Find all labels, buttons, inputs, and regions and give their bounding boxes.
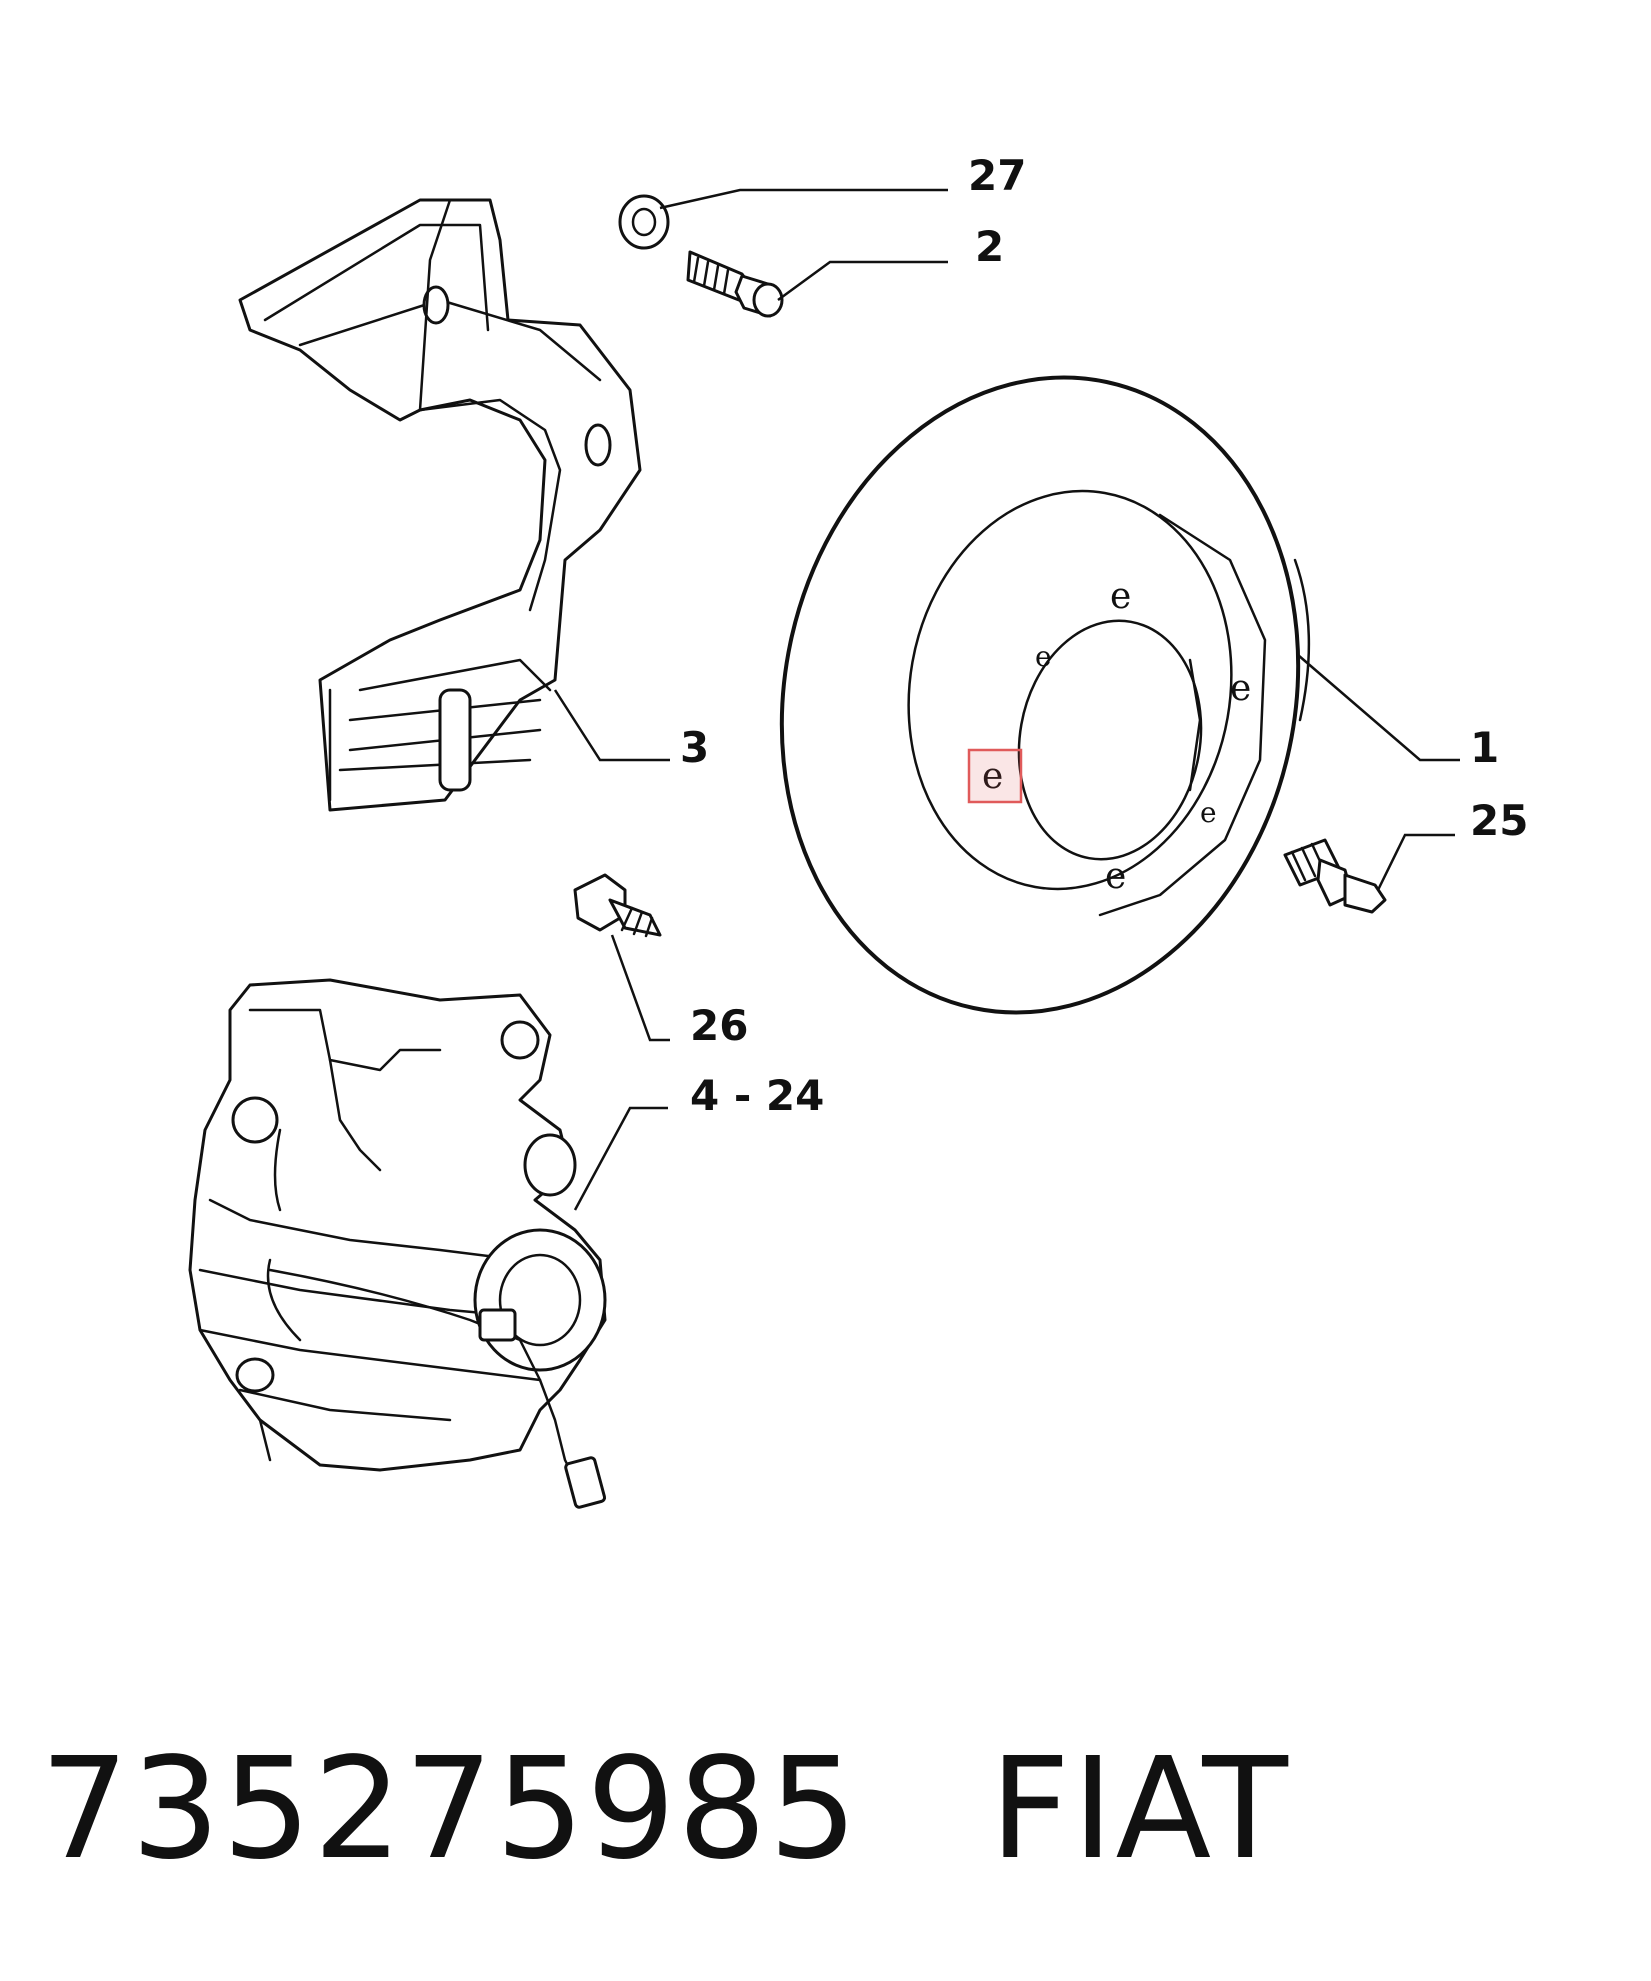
- brake-caliper-part: [188, 978, 607, 1509]
- svg-text:e: e: [1200, 796, 1217, 829]
- dust-shield-part: [238, 198, 642, 812]
- svg-text:e: e: [982, 756, 1003, 797]
- washer-part: [618, 194, 670, 250]
- leader-2: [777, 260, 948, 302]
- svg-text:e: e: [1105, 856, 1126, 897]
- callout-26: 26: [690, 1001, 749, 1050]
- svg-text:e: e: [1110, 576, 1131, 617]
- brand-name: FIAT: [989, 1728, 1290, 1891]
- callout-25: 25: [1470, 796, 1529, 845]
- leader-26: [610, 934, 670, 1042]
- callout-1: 1: [1470, 723, 1500, 772]
- brake-disc-part: e e e e e e: [779, 375, 1311, 1015]
- leader-25: [1376, 833, 1455, 891]
- callout-2: 2: [975, 222, 1005, 271]
- bolt-part: [686, 250, 784, 318]
- highlight-box: [967, 748, 1023, 804]
- svg-text:e: e: [1230, 668, 1251, 709]
- leader-4-24: [573, 1106, 668, 1211]
- leader-3: [553, 689, 670, 762]
- caliper-bolt-part: [573, 873, 662, 938]
- wheel-stud-part: [1283, 838, 1387, 914]
- part-number: 735275985: [40, 1728, 860, 1891]
- callout-3: 3: [680, 723, 710, 772]
- svg-text:e: e: [1035, 640, 1052, 673]
- leader-27: [659, 188, 948, 210]
- callout-4-24: 4 - 24: [690, 1071, 825, 1120]
- callout-27: 27: [968, 151, 1027, 200]
- leader-1: [1297, 654, 1460, 762]
